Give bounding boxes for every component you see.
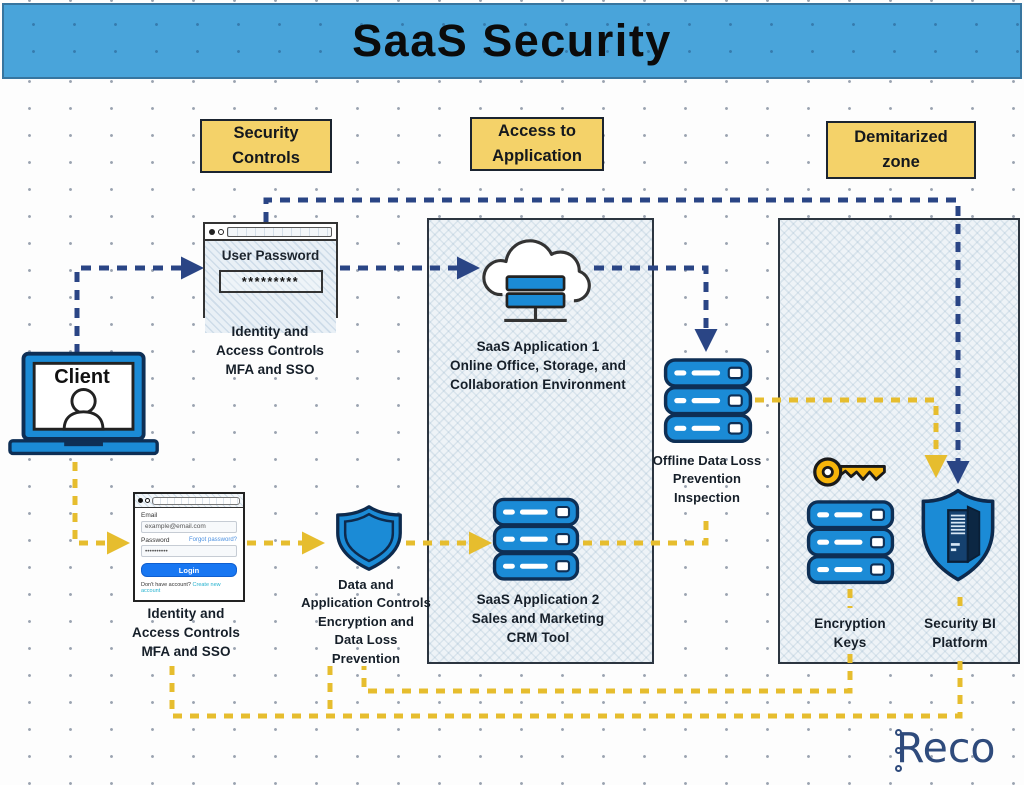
window-dot-icon — [218, 228, 224, 235]
cloud-server-icon — [482, 239, 591, 322]
password-window-heading: User Password — [221, 248, 320, 263]
encryption-keys-caption: Encryption Keys — [814, 616, 886, 651]
logo-node-icon — [895, 747, 902, 754]
offline-dlp-caption: Offline Data Loss Prevention Inspection — [652, 453, 762, 505]
password-window-titlebar — [205, 224, 336, 241]
password-window-caption: Identity and Access Controls MFA and SSO — [215, 324, 325, 378]
login-window-caption: Identity and Access Controls MFA and SSO — [131, 606, 241, 660]
password-value: •••••••••• — [145, 547, 168, 555]
window-dot-icon — [145, 498, 150, 503]
masked-password-field[interactable]: ********* — [218, 270, 323, 293]
client-laptop-icon — [8, 351, 159, 456]
server-stack-icon — [663, 358, 753, 444]
address-bar[interactable] — [152, 496, 240, 505]
saas-app1-caption: SaaS Application 1 Online Office, Storag… — [450, 339, 626, 393]
window-dot-icon — [209, 228, 215, 235]
password-label: Password — [141, 536, 170, 544]
create-account-link[interactable]: Create new account — [141, 582, 221, 594]
forgot-password-link[interactable]: Forgot password? — [188, 537, 237, 543]
email-field[interactable]: example@email.com — [141, 520, 237, 533]
security-bi-caption: Security BI Platform — [924, 616, 996, 651]
reco-logo: Reco — [895, 724, 996, 772]
user-icon — [70, 388, 97, 415]
shield-icon — [336, 505, 402, 571]
logo-node-icon — [895, 729, 902, 736]
window-dot-icon — [138, 498, 143, 503]
password-window: User Password ********* — [203, 222, 338, 333]
zone-label-access-to-application: Access to Application — [470, 117, 604, 171]
data-controls-caption: Data and Application Controls Encryption… — [301, 577, 431, 666]
password-field[interactable]: •••••••••• — [141, 545, 237, 557]
logo-node-icon — [895, 765, 902, 772]
email-label: Email — [141, 512, 158, 519]
demilitarized-zone-box — [778, 218, 1020, 664]
zone-label-security-controls: Security Controls — [200, 119, 332, 173]
key-icon — [813, 457, 886, 487]
logo-text: Reco — [896, 724, 996, 772]
login-window: Email example@email.com Password Forgot … — [133, 492, 245, 602]
title-bar: SaaS Security — [2, 3, 1022, 79]
saas-app2-caption: SaaS Application 2 Sales and Marketing C… — [471, 592, 605, 646]
page-title: SaaS Security — [352, 15, 672, 66]
client-label: Client — [54, 366, 110, 388]
server-stack-icon — [806, 500, 895, 585]
security-bi-shield-icon — [921, 488, 995, 582]
login-window-titlebar — [135, 494, 243, 508]
server-stack-icon — [492, 497, 580, 581]
signup-prompt: Don't have account? — [141, 582, 191, 588]
zone-label-demilitarized-zone: Demitarized zone — [826, 121, 976, 179]
email-value: example@email.com — [145, 523, 206, 530]
login-button[interactable]: Login — [141, 563, 237, 577]
address-bar[interactable] — [227, 226, 332, 237]
arrow-client-to-login — [72, 462, 130, 555]
arrow-client-to-password — [74, 256, 204, 354]
